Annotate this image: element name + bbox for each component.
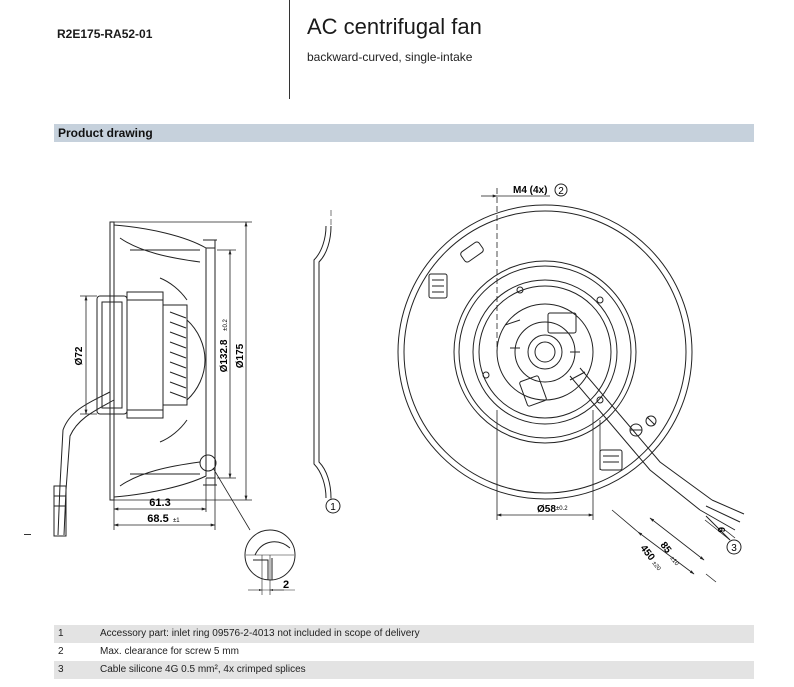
dim-d132-tol: ±0.2 xyxy=(223,319,229,331)
dim-d58: Ø58 xyxy=(537,504,556,515)
page-title: AC centrifugal fan xyxy=(307,14,482,39)
callout-2-circle xyxy=(554,183,568,197)
product-code: R2E175-RA52-01 xyxy=(57,27,153,41)
dim-len-85-tol: ±10 xyxy=(668,556,679,568)
callout-3: 3 xyxy=(731,543,737,554)
section-header: Product drawing xyxy=(54,124,754,142)
front-view xyxy=(397,204,745,541)
note-text: Cable silicone 4G 0.5 mm², 4x crimped sp… xyxy=(100,664,306,675)
dim-len-6: 6 xyxy=(715,527,726,533)
front-dims xyxy=(481,188,736,583)
note-number: 1 xyxy=(58,628,64,639)
side-dims xyxy=(80,221,252,531)
note-text: Accessory part: inlet ring 09576-2-4013 … xyxy=(100,628,420,639)
callout-3-circle xyxy=(726,539,742,555)
dim-685-tol: ±1 xyxy=(173,518,180,524)
callout-2: 2 xyxy=(558,186,564,197)
note-row: 2 Max. clearance for screw 5 mm xyxy=(54,643,754,661)
note-number: 3 xyxy=(58,664,64,675)
dim-d58-tol: ±0.2 xyxy=(556,506,568,512)
dim-d132: Ø132.8 xyxy=(219,339,230,372)
dim-d175: Ø175 xyxy=(235,343,246,368)
dim-613: 61.3 xyxy=(149,497,170,509)
page-subtitle: backward-curved, single-intake xyxy=(307,50,473,64)
product-drawing: Ø72 Ø132.8 ±0.2 Ø175 61.3 68.5 ±1 2 1 xyxy=(53,183,745,595)
notes-table: 1 Accessory part: inlet ring 09576-2-401… xyxy=(54,625,754,679)
section-title: Product drawing xyxy=(58,126,153,140)
note-row: 1 Accessory part: inlet ring 09576-2-401… xyxy=(54,625,754,643)
detail-view xyxy=(244,529,296,595)
dim-len-85: 85 xyxy=(658,540,674,556)
dim-685: 68.5 xyxy=(147,513,168,525)
header-divider xyxy=(289,0,290,99)
inlet-ring-view xyxy=(313,210,341,514)
note-text: Max. clearance for screw 5 mm xyxy=(100,646,239,657)
dim-len-450-tol: ±20 xyxy=(650,561,661,573)
dim-m4: M4 (4x) xyxy=(513,185,547,196)
callout-1: 1 xyxy=(330,502,336,513)
dim-gap-2: 2 xyxy=(283,579,289,591)
side-view xyxy=(53,221,217,537)
margin-mark xyxy=(24,534,31,535)
dim-d72: Ø72 xyxy=(74,346,85,365)
note-number: 2 xyxy=(58,646,64,657)
note-row: 3 Cable silicone 4G 0.5 mm², 4x crimped … xyxy=(54,661,754,679)
